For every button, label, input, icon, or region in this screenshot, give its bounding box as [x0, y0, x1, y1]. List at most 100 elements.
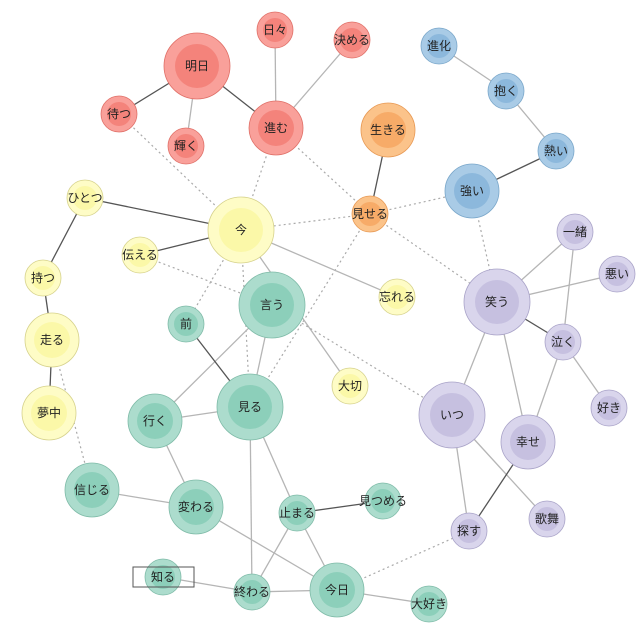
- node-miru[interactable]: 見る: [216, 373, 284, 441]
- node-iku[interactable]: 行く: [127, 393, 183, 449]
- node-wasureru[interactable]: 忘れる: [378, 278, 416, 316]
- node-label: 強い: [460, 184, 484, 198]
- node-inner-circle: [385, 285, 409, 309]
- node-matsu[interactable]: 待つ: [100, 95, 138, 133]
- node-label: 言う: [260, 298, 284, 312]
- node-muchuu[interactable]: 夢中: [21, 385, 77, 441]
- node-label: 幸せ: [516, 435, 540, 449]
- node-hitotsu[interactable]: ひとつ: [66, 179, 104, 217]
- node-inner-circle: [371, 489, 395, 513]
- node-label: 変わる: [178, 499, 214, 514]
- node-taisetsu[interactable]: 大切: [331, 367, 369, 405]
- node-inner-circle: [454, 173, 490, 209]
- node-inner-circle: [137, 403, 173, 439]
- node-inner-circle: [151, 565, 175, 589]
- edge-miseru-warau: [369, 213, 498, 303]
- node-label: 今: [235, 222, 247, 237]
- node-label: 悪い: [605, 267, 629, 281]
- node-daisuki[interactable]: 大好き: [410, 585, 448, 623]
- node-label: 夢中: [37, 405, 61, 420]
- node-label: 一緒: [563, 224, 587, 239]
- node-tsutaeru[interactable]: 伝える: [121, 236, 159, 274]
- node-daku[interactable]: 抱く: [487, 72, 525, 110]
- node-label: いつ: [440, 408, 464, 422]
- node-label: 持つ: [31, 270, 55, 285]
- node-inner-circle: [178, 489, 214, 525]
- node-ikiru[interactable]: 生きる: [360, 102, 416, 158]
- node-inner-circle: [597, 396, 621, 420]
- node-kimeru[interactable]: 決める: [333, 21, 371, 59]
- node-tomaru[interactable]: 止まる: [278, 494, 316, 532]
- node-label: 探す: [457, 524, 481, 538]
- node-susumu[interactable]: 進む: [248, 100, 304, 156]
- node-hibi[interactable]: 日々: [256, 11, 294, 49]
- node-label: 決める: [334, 33, 370, 47]
- node-naku[interactable]: 泣く: [544, 323, 582, 361]
- node-label: 日々: [263, 23, 287, 37]
- node-inner-circle: [340, 28, 364, 52]
- node-miseru[interactable]: 見せる: [351, 195, 389, 233]
- node-inner-circle: [494, 79, 518, 103]
- node-ima[interactable]: 今: [207, 196, 275, 264]
- edge-iu-itsu: [271, 304, 453, 416]
- node-shiawase[interactable]: 幸せ: [500, 414, 556, 470]
- node-iu[interactable]: 言う: [238, 271, 306, 339]
- node-kagayaku[interactable]: 輝く: [167, 127, 205, 165]
- node-inner-circle: [228, 385, 272, 429]
- node-kyou[interactable]: 今日: [309, 562, 365, 618]
- node-itsu[interactable]: いつ: [418, 381, 486, 449]
- node-inner-circle: [551, 330, 575, 354]
- node-inner-circle: [174, 312, 198, 336]
- node-ashita[interactable]: 明日: [163, 32, 231, 100]
- node-warau[interactable]: 笑う: [463, 268, 531, 336]
- node-label: 信じる: [74, 483, 110, 497]
- node-shiru[interactable]: 知る: [132, 558, 195, 596]
- node-label: 伝える: [122, 248, 158, 262]
- node-label: 明日: [185, 59, 209, 73]
- node-label: 見せる: [352, 207, 388, 221]
- node-sagasu[interactable]: 探す: [450, 512, 488, 550]
- node-warui[interactable]: 悪い: [598, 255, 636, 293]
- node-label: 歌舞: [535, 511, 559, 526]
- node-inner-circle: [535, 507, 559, 531]
- node-mae[interactable]: 前: [167, 305, 205, 343]
- node-inner-circle: [73, 186, 97, 210]
- node-inner-circle: [417, 592, 441, 616]
- node-kawaru[interactable]: 変わる: [168, 479, 224, 535]
- node-atsui[interactable]: 熱い: [537, 132, 575, 170]
- node-label: 輝く: [174, 139, 198, 153]
- node-kabu[interactable]: 歌舞: [528, 500, 566, 538]
- edge-tsutaeru-iu: [139, 254, 273, 306]
- node-inner-circle: [563, 220, 587, 244]
- node-inner-circle: [263, 18, 287, 42]
- node-inner-circle: [510, 424, 546, 460]
- node-inner-circle: [31, 266, 55, 290]
- node-inner-circle: [34, 322, 70, 358]
- node-owaru[interactable]: 終わる: [233, 573, 271, 611]
- edge-kyou-sagasu: [336, 530, 470, 591]
- node-suki[interactable]: 好き: [590, 389, 628, 427]
- node-issho[interactable]: 一緒: [556, 213, 594, 251]
- node-label: 泣く: [551, 334, 575, 349]
- node-inner-circle: [219, 208, 263, 252]
- node-hashiru[interactable]: 走る: [24, 312, 80, 368]
- node-label: 笑う: [485, 294, 509, 309]
- node-label: 抱く: [494, 83, 518, 98]
- node-inner-circle: [285, 501, 309, 525]
- node-inner-circle: [250, 283, 294, 327]
- node-inner-circle: [107, 102, 131, 126]
- node-shinka[interactable]: 進化: [420, 27, 458, 65]
- node-inner-circle: [258, 110, 294, 146]
- node-inner-circle: [240, 580, 264, 604]
- node-inner-circle: [427, 34, 451, 58]
- node-mitsumeru[interactable]: 見つめる: [359, 482, 407, 520]
- node-tsuyoi[interactable]: 強い: [444, 163, 500, 219]
- node-label: 今日: [325, 582, 349, 597]
- node-label: 待つ: [107, 107, 131, 121]
- node-motsu[interactable]: 持つ: [24, 259, 62, 297]
- node-shinjiru[interactable]: 信じる: [64, 462, 120, 518]
- node-label: 忘れる: [379, 289, 415, 304]
- node-label: 進む: [264, 121, 288, 135]
